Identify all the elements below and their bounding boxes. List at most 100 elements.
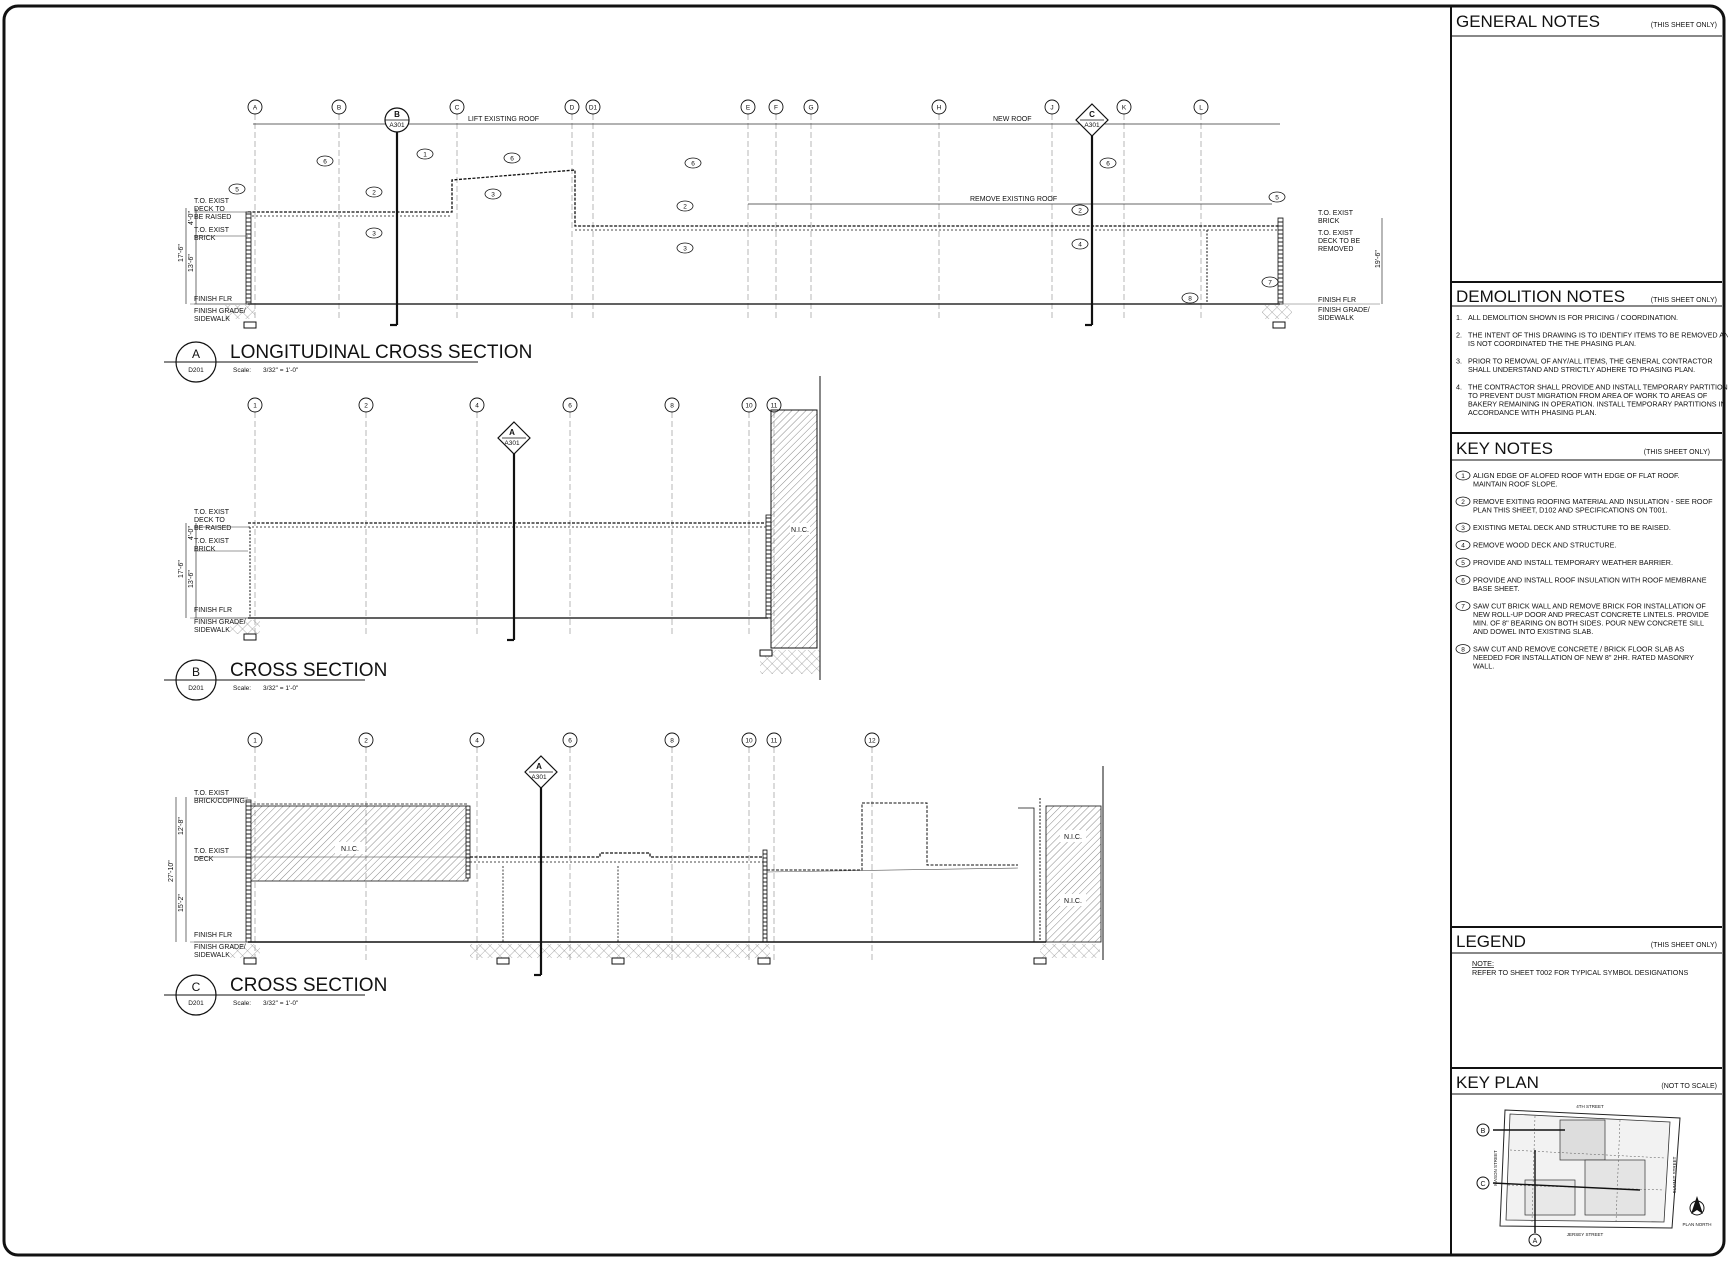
section-c-level-label: FINISH GRADE/ xyxy=(194,944,246,951)
keynote-tag-number: 6 xyxy=(1106,161,1110,168)
key-note-tag xyxy=(1455,644,1471,654)
key-note-line: NEW ROLL-UP DOOR AND PRECAST CONCRETE LI… xyxy=(1473,610,1709,619)
section-a-scale-label: Scale: xyxy=(233,367,251,374)
section-b-sheet-ref: D201 xyxy=(188,685,204,692)
key-note-tag xyxy=(1455,540,1471,550)
section-a-grid-bubble xyxy=(585,99,601,115)
keynote-tag-number: 6 xyxy=(510,156,514,163)
demolition-note-number: 2. xyxy=(1456,331,1462,340)
key-note-tag xyxy=(1455,557,1471,568)
section-c-scale: 3/32" = 1'-0" xyxy=(263,1000,299,1007)
key-note-line: PROVIDE AND INSTALL ROOF INSULATION WITH… xyxy=(1473,576,1707,585)
demolition-notes-list: 1.ALL DEMOLITION SHOWN IS FOR PRICING / … xyxy=(1456,313,1728,417)
section-a-sheet-ref: D201 xyxy=(188,367,204,374)
section-b-title-block: B D201 CROSS SECTION Scale: 3/32" = 1'-0… xyxy=(164,659,387,701)
dim-b-total: 17'-6" xyxy=(178,560,185,578)
section-c-grid-bubble xyxy=(864,732,880,748)
keynote-tag xyxy=(228,183,246,195)
keynote-tag-number: 3 xyxy=(683,246,687,253)
dim-a-right: 19'-6" xyxy=(1375,250,1382,268)
key-note-line: WALL. xyxy=(1473,662,1494,671)
general-notes-title: GENERAL NOTES xyxy=(1456,12,1600,31)
north-arrow-icon xyxy=(1689,1196,1705,1216)
keynote-tag xyxy=(365,227,383,239)
key-note-line: REMOVE EXITING ROOFING MATERIAL AND INSU… xyxy=(1473,497,1713,506)
dim-a-upper: 4'-0" xyxy=(188,211,195,225)
key-note-number: 8 xyxy=(1461,647,1465,654)
dim-b-lower: 13'-6" xyxy=(188,570,195,588)
key-notes-title: KEY NOTES xyxy=(1456,439,1553,458)
key-note-line: BASE SHEET. xyxy=(1473,584,1519,593)
keynote-tag xyxy=(1099,157,1117,169)
section-c-title: CROSS SECTION xyxy=(230,975,387,996)
section-a-level-label: FINISH GRADE/ xyxy=(194,308,246,315)
section-b-grid-label: 8 xyxy=(670,403,674,410)
section-b-grid-bubble xyxy=(741,397,757,413)
section-a-level-label: REMOVED xyxy=(1318,246,1353,253)
demolition-note-line: SHALL UNDERSTAND AND STRICTLY ADHERE TO … xyxy=(1468,365,1695,374)
section-b-grid-label: 10 xyxy=(745,403,753,410)
section-b-level-label: FINISH FLR xyxy=(194,607,232,614)
dim-a-lower: 13'-6" xyxy=(188,254,195,272)
north-label: PLAN NORTH xyxy=(1683,1222,1712,1227)
demolition-note-line: ACCORDANCE WITH PHASING PLAN. xyxy=(1468,408,1597,417)
section-c-grid-bubble xyxy=(766,732,782,748)
section-b-level-label: T.O. EXIST xyxy=(194,538,230,545)
section-c-nic-right-lower: N.I.C. xyxy=(1064,898,1082,905)
keynote-tag-number: 5 xyxy=(1275,195,1279,202)
section-c-grid-label: 2 xyxy=(364,738,368,745)
dim-c-lower: 15'-2" xyxy=(178,894,185,912)
key-note-line: SAW CUT BRICK WALL AND REMOVE BRICK FOR … xyxy=(1473,602,1706,611)
section-a-level-label: BRICK xyxy=(194,235,216,242)
section-b-letter: B xyxy=(192,665,200,679)
section-b-level-label: T.O. EXIST xyxy=(194,509,230,516)
section-a-level-label: T.O. EXIST xyxy=(194,198,230,205)
section-c-grid-label: 10 xyxy=(745,738,753,745)
section-b-title: CROSS SECTION xyxy=(230,660,387,681)
street-left: MASON STREET xyxy=(1493,1150,1498,1186)
key-note-line: PROVIDE AND INSTALL TEMPORARY WEATHER BA… xyxy=(1473,558,1673,567)
section-a-grid-bubble xyxy=(1044,99,1060,115)
section-c-nic: N.I.C. xyxy=(341,846,359,853)
key-note-tag xyxy=(1455,601,1471,611)
key-note-line: PLAN THIS SHEET, D102 AND SPECIFICATIONS… xyxy=(1473,506,1668,515)
demolition-note-line: IS NOT COORDINATED THE THE PHASING PLAN. xyxy=(1468,339,1636,348)
keynote-tag xyxy=(684,157,702,169)
keynote-tag xyxy=(1268,191,1286,203)
section-c-letter: C xyxy=(192,980,201,994)
keynote-tag xyxy=(1071,238,1089,250)
section-c-grid-label: 6 xyxy=(568,738,572,745)
key-note-tag xyxy=(1455,522,1471,533)
key-note-line: REMOVE WOOD DECK AND STRUCTURE. xyxy=(1473,541,1616,550)
section-a-level-label: T.O. EXIST xyxy=(194,227,230,234)
keynote-tag-number: 3 xyxy=(491,192,495,199)
section-c-grid-label: 12 xyxy=(868,738,876,745)
key-note-line: MAINTAIN ROOF SLOPE. xyxy=(1473,480,1558,489)
street-right: SUMMIT STREET xyxy=(1672,1156,1677,1193)
callout-lift-existing-roof: LIFT EXISTING ROOF xyxy=(468,116,539,123)
legend-title: LEGEND xyxy=(1456,932,1526,951)
section-b-level-label: FINISH GRADE/ xyxy=(194,619,246,626)
section-c-scale-label: Scale: xyxy=(233,1000,251,1007)
section-a-grid-label: K xyxy=(1122,105,1127,112)
section-a-level-label: FINISH GRADE/ xyxy=(1318,307,1370,314)
section-c-grid-bubble xyxy=(247,732,263,748)
demolition-note-line: THE INTENT OF THIS DRAWING IS TO IDENTIF… xyxy=(1468,331,1728,340)
street-top: 4TH STREET xyxy=(1576,1104,1604,1109)
section-b-level-label: BRICK xyxy=(194,546,216,553)
keynote-tag xyxy=(316,155,334,167)
key-note-number: 5 xyxy=(1461,560,1465,567)
section-b-grid-label: 4 xyxy=(475,403,479,410)
section-b-level-label: SIDEWALK xyxy=(194,627,230,634)
section-c-level-label: T.O. EXIST xyxy=(194,848,230,855)
section-c-level-label: BRICK/COPING xyxy=(194,798,245,805)
section-c-grid-bubble xyxy=(358,732,374,748)
section-a-grid-label: B xyxy=(337,105,341,112)
section-a-level-label: FINISH FLR xyxy=(1318,297,1356,304)
key-note-tag xyxy=(1455,496,1471,507)
section-a-grid-bubble xyxy=(247,99,263,115)
